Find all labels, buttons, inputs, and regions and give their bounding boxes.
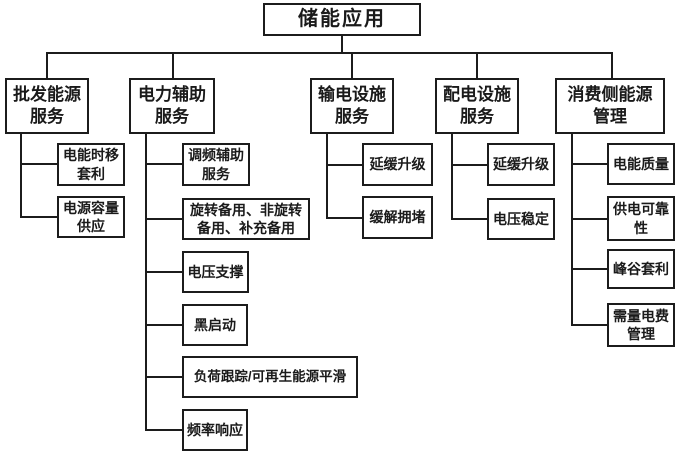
connector-branch-2-child-1: [145, 163, 182, 165]
connector-drop-branch-3: [351, 52, 353, 78]
connector-root-stem: [341, 36, 343, 54]
connector-branch-4-child-2: [451, 218, 487, 220]
connector-branch-3-spine: [326, 134, 328, 219]
connector-drop-branch-2: [172, 52, 174, 78]
connector-drop-branch-5: [611, 52, 613, 78]
node-power-quality: 电能质量: [607, 143, 675, 185]
node-congestion-relief: 缓解拥堵: [362, 196, 433, 239]
node-transmission-upgrade-deferral: 延缓升级: [362, 143, 433, 186]
connector-branch-4-spine: [451, 134, 453, 220]
connector-branch-1-child-2: [20, 216, 57, 218]
connector-branch-2-child-4: [145, 324, 182, 326]
node-frequency-regulation-service: 调频辅助 服务: [182, 143, 250, 186]
node-power-ancillary-services: 电力辅助 服务: [129, 78, 215, 134]
connector-branch-3-child-2: [326, 217, 362, 219]
node-consumer-side-energy-management: 消费侧能源 管理: [555, 78, 665, 134]
node-transmission-infrastructure-services: 输电设施 服务: [310, 78, 394, 134]
connector-branch-5-child-2: [571, 218, 607, 220]
node-voltage-support: 电压支撑: [182, 251, 249, 293]
connector-branch-1-child-1: [20, 163, 57, 165]
connector-branch-3-child-1: [326, 164, 362, 166]
node-distribution-infrastructure-services: 配电设施 服务: [435, 78, 519, 134]
connector-branch-5-child-4: [571, 324, 607, 326]
connector-branch-2-child-5: [145, 376, 182, 378]
node-peak-valley-arbitrage: 峰谷套利: [607, 249, 675, 289]
connector-branch-2-spine: [145, 134, 147, 431]
node-energy-time-shift-arbitrage: 电能时移 套利: [57, 143, 125, 186]
node-demand-charge-management: 需量电费 管理: [607, 303, 675, 347]
connector-branch-2-child-3: [145, 271, 182, 273]
connector-drop-branch-4: [476, 52, 478, 78]
connector-branch-2-child-6: [145, 429, 182, 431]
node-wholesale-energy-services: 批发能源 服务: [5, 78, 89, 134]
connector-branch-4-child-1: [451, 164, 487, 166]
node-distribution-upgrade-deferral: 延缓升级: [487, 143, 555, 186]
node-frequency-response: 频率响应: [182, 409, 248, 451]
node-spinning-nonspinning-supplemental-reserve: 旋转备用、非旋转 备用、补充备用: [182, 198, 310, 240]
node-energy-storage-applications: 储能应用: [263, 3, 421, 36]
connector-branch-5-spine: [571, 134, 573, 326]
connector-drop-branch-1: [46, 52, 48, 78]
connector-branch-2-child-2: [145, 218, 182, 220]
connector-branch-5-child-1: [571, 163, 607, 165]
node-black-start: 黑启动: [182, 304, 248, 346]
node-supply-reliability: 供电可靠 性: [607, 196, 675, 241]
node-voltage-stability: 电压稳定: [487, 198, 555, 240]
node-power-capacity-supply: 电源容量 供应: [57, 196, 125, 238]
node-load-following-renewable-smoothing: 负荷跟踪/可再生能源平滑: [182, 356, 358, 398]
connector-branch-1-spine: [20, 134, 22, 218]
connector-branch-5-child-3: [571, 268, 607, 270]
connector-top-rail: [46, 52, 613, 54]
